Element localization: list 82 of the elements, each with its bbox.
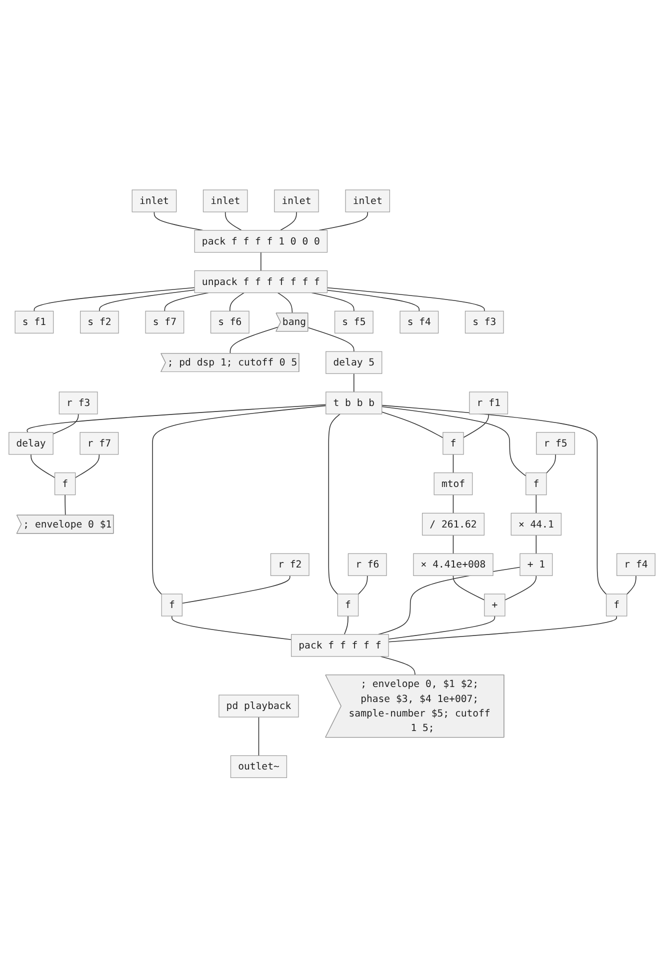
connector (230, 326, 280, 354)
connector (452, 494, 454, 514)
connector (381, 404, 607, 594)
connector (152, 405, 326, 594)
node-box (132, 189, 177, 212)
connector (452, 534, 454, 554)
node-box (230, 755, 288, 778)
connector (326, 290, 420, 312)
connector (182, 574, 290, 604)
connector (308, 326, 354, 352)
connector (380, 656, 416, 676)
connector (172, 615, 292, 640)
connector (546, 454, 556, 474)
connector (452, 574, 485, 600)
node-box (484, 593, 506, 616)
connector (328, 413, 340, 594)
connector (64, 494, 66, 516)
connector (536, 534, 537, 554)
connector (326, 287, 485, 312)
node-box (413, 553, 494, 576)
node-box (291, 634, 389, 656)
node-box (145, 310, 184, 334)
node-box (8, 432, 54, 454)
connector (358, 574, 368, 594)
node-box (274, 189, 319, 212)
connector (154, 211, 204, 230)
connector (536, 494, 537, 514)
node-box (80, 310, 119, 334)
connector (224, 211, 242, 230)
node-box (334, 310, 374, 334)
connector (280, 211, 297, 230)
connector (164, 292, 209, 312)
connector (30, 454, 56, 478)
connector (99, 289, 195, 312)
node-box (337, 593, 359, 616)
node-box (14, 310, 54, 334)
node-box (218, 694, 299, 718)
node-box (345, 189, 390, 212)
node-box (58, 391, 98, 414)
node-box (194, 230, 328, 252)
patch-diagram: inlet inlet inlet inlet pack f f f f 1 0 0 0 unpack f f f f f f f s f1 s f2 s f7 s f6 bang s f5 ; pd dsp 1; cutoff 0 5 delay 5 s f4 t b b b s f3 r f3 delay r f7 f ; envelope 0 $1 r f1 f mtof r f2 f r f6 f r f5 f r f4 f / 261.62 × 44.1 × 4.41e+008 + 1 + pack f f f f f pd playback ; envelope 0, $1 $2; phase $3, $4 1e+007; sample-number $5; cutoff 1 5; outlet~ (4, 184, 660, 782)
connector (381, 406, 526, 476)
node-box (616, 553, 656, 576)
node-box (80, 432, 119, 454)
node-box (202, 189, 248, 212)
connector (504, 574, 537, 600)
connector (452, 454, 454, 473)
node-box (464, 310, 504, 334)
connector (74, 454, 100, 478)
node-box (400, 310, 439, 334)
connector (388, 615, 617, 642)
connector (34, 286, 195, 312)
connector (230, 292, 244, 312)
node-box (54, 472, 76, 495)
connector (463, 413, 489, 438)
connector (626, 574, 636, 594)
node-box (510, 512, 562, 536)
connector (381, 411, 444, 438)
connector (258, 716, 260, 756)
node-box (434, 472, 473, 495)
node-box (348, 553, 387, 576)
connector (388, 615, 496, 640)
node-box (536, 432, 575, 454)
connector (26, 404, 326, 432)
node-box (469, 391, 508, 414)
node-box (194, 270, 328, 293)
node-box (210, 310, 250, 334)
node-box (270, 553, 310, 576)
node-box (606, 593, 628, 616)
node-box (161, 593, 182, 616)
node-box (526, 472, 547, 495)
node-box (422, 512, 484, 536)
connector (311, 292, 354, 312)
node-box (326, 350, 382, 374)
connector (344, 615, 348, 635)
node-box (442, 432, 464, 454)
node-box (326, 391, 382, 414)
connector (318, 211, 368, 230)
connector (260, 252, 262, 271)
node-box (520, 553, 553, 576)
connector (52, 413, 79, 434)
connector (277, 292, 293, 314)
